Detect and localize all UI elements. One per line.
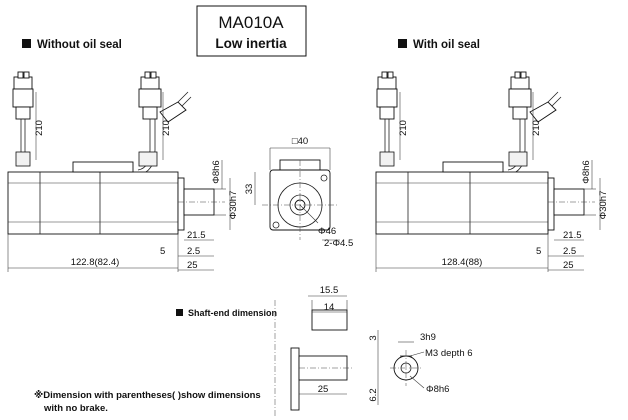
lead-length-dim: 210 bbox=[34, 120, 45, 136]
spigot-dim: 5 bbox=[536, 246, 541, 257]
height-dim: 3 bbox=[368, 335, 379, 340]
holes-dim: 2-Φ4.5 bbox=[324, 238, 353, 249]
tap-dim: M3 depth 6 bbox=[425, 348, 473, 359]
model-subtitle: Low inertia bbox=[215, 36, 287, 51]
shaft-end-detail: Shaft-end dimension 15.5 14 25 3 6.2 3h9… bbox=[176, 285, 473, 418]
power-connector-left bbox=[137, 71, 192, 176]
note-line-2: with no brake. bbox=[43, 403, 108, 414]
shaft-total-dim: 25 bbox=[563, 260, 574, 271]
motor-side-view-right: 210 210 Φ8h6 Φ30h7 21.5 2.5 5 25 128.4(8… bbox=[375, 71, 609, 272]
height-dim: 33 bbox=[244, 184, 255, 195]
section-title-without-seal: Without oil seal bbox=[37, 39, 122, 51]
offset-dim: 6.2 bbox=[368, 388, 379, 401]
mount-hole bbox=[272, 221, 280, 229]
connector-block bbox=[442, 161, 504, 173]
lead-length-dim: 210 bbox=[161, 120, 172, 136]
square-bullet-icon bbox=[176, 309, 183, 316]
title-block: MA010A Low inertia bbox=[196, 5, 307, 57]
shaft-length-dim: 21.5 bbox=[563, 230, 582, 241]
shaft-total-dim: 25 bbox=[187, 260, 198, 271]
flange-dim: 2.5 bbox=[563, 246, 576, 257]
motor-body bbox=[7, 171, 179, 235]
flange-dim: 2.5 bbox=[187, 246, 200, 257]
square-bullet-icon bbox=[22, 39, 31, 48]
body-length-dim: 128.4(88) bbox=[442, 257, 483, 268]
key-width-dim: 3h9 bbox=[420, 332, 436, 343]
spigot-diameter-dim: Φ30h7 bbox=[598, 191, 609, 220]
spigot-dim: 5 bbox=[160, 246, 165, 257]
shaft bbox=[183, 188, 215, 216]
flange bbox=[547, 177, 555, 231]
motor-front-view: □40 33 Φ46 2-Φ4.5 bbox=[244, 136, 353, 249]
spigot-diameter-dim: Φ30h7 bbox=[228, 191, 239, 220]
outer-length-dim: 15.5 bbox=[320, 285, 339, 296]
shaft-length-dim: 21.5 bbox=[187, 230, 206, 241]
flange bbox=[177, 177, 185, 231]
power-connector-right bbox=[507, 71, 562, 176]
body-length-dim: 122.8(82.4) bbox=[71, 257, 120, 268]
pcd-dim: Φ46 bbox=[318, 226, 336, 237]
connector-block bbox=[72, 161, 134, 173]
motor-side-view-left: 210 210 Φ8h6 Φ30h7 21.5 2.5 5 25 122.8(8… bbox=[7, 71, 239, 272]
encoder-connector-left bbox=[12, 71, 34, 167]
shaft-diameter-dim: Φ8h6 bbox=[211, 160, 222, 183]
section-title-shaft-end: Shaft-end dimension bbox=[188, 308, 277, 318]
lead-length-dim: 210 bbox=[531, 120, 542, 136]
header-with-seal: With oil seal bbox=[398, 39, 480, 51]
shaft-diameter-dim: Φ8h6 bbox=[581, 160, 592, 183]
header-without-seal: Without oil seal bbox=[22, 39, 122, 51]
end-diameter-dim: Φ8h6 bbox=[426, 384, 449, 395]
square-bullet-icon bbox=[398, 39, 407, 48]
key-length-dim: 14 bbox=[324, 302, 335, 313]
shaft-length-dim: 25 bbox=[318, 384, 329, 395]
section-title-with-seal: With oil seal bbox=[413, 39, 480, 51]
footnote: ※Dimension with parentheses( )show dimen… bbox=[34, 390, 261, 414]
encoder-connector-right bbox=[376, 71, 398, 167]
shaft bbox=[553, 188, 585, 216]
motor-body bbox=[375, 171, 549, 235]
note-line-1: ※Dimension with parentheses( )show dimen… bbox=[34, 390, 261, 401]
model-name: MA010A bbox=[218, 13, 284, 32]
mount-hole bbox=[320, 174, 328, 182]
square-dim: □40 bbox=[292, 136, 308, 147]
lead-length-dim: 210 bbox=[398, 120, 409, 136]
